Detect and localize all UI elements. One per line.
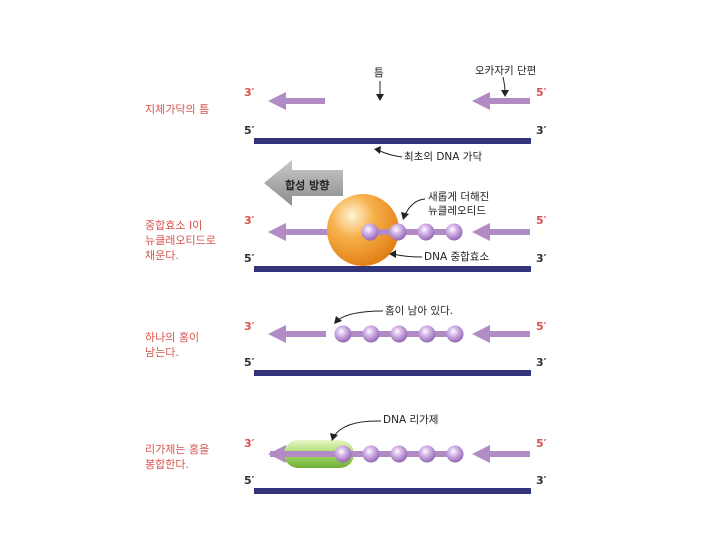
panel3-top-right-end: 5′ <box>536 320 547 333</box>
panel4-label: 리가제는 홈을 봉합한다. <box>145 443 210 471</box>
new-strand-left <box>283 98 325 104</box>
nucleotide <box>418 445 436 463</box>
panel3-top-left-end: 3′ <box>244 320 255 333</box>
panel4-top-right-end: 5′ <box>536 437 547 450</box>
panel4-top-left-end: 3′ <box>244 437 255 450</box>
panel2-bottom-left-end: 5′ <box>244 252 255 265</box>
panel3-label: 하나의 홈이 남는다. <box>145 331 200 359</box>
panel3-bottom-left-end: 5′ <box>244 356 255 369</box>
panel1-bottom-right-end: 3′ <box>536 124 547 137</box>
okazaki-fragment-label: 오카자키 단편 <box>475 65 537 77</box>
nucleotide <box>362 445 380 463</box>
panel2-diagram <box>254 160 531 272</box>
nucleotide <box>417 223 435 241</box>
new-strand-left-arrowhead <box>268 92 286 110</box>
panel1-label: 지체가닥의 틈 <box>145 103 210 116</box>
panel4-diagram <box>254 420 531 494</box>
panel2-top-right-end: 5′ <box>536 214 547 227</box>
template-strand <box>254 138 531 144</box>
nucleotide <box>389 223 407 241</box>
nucleotide <box>390 325 408 343</box>
nucleotide <box>446 325 464 343</box>
new-nucleotides-label: 새롭게 더해진 뉴클레오티드 <box>428 191 490 217</box>
nucleotide <box>334 325 352 343</box>
panel3-bottom-right-end: 3′ <box>536 356 547 369</box>
synthesis-direction-label: 합성 방향 <box>285 179 330 192</box>
nucleotide <box>390 445 408 463</box>
gap-label: 틈 <box>374 67 384 79</box>
nucleotide <box>418 325 436 343</box>
first-dna-strand-label: 최초의 DNA 가닥 <box>404 151 483 163</box>
nucleotide <box>362 325 380 343</box>
panel2-bottom-right-end: 3′ <box>536 252 547 265</box>
panel4-bottom-left-end: 5′ <box>244 474 255 487</box>
panel1-diagram <box>254 76 531 158</box>
nucleotide <box>446 445 464 463</box>
dna-polymerase-label: DNA 중합효소 <box>424 251 490 263</box>
panel1-top-right-end: 5′ <box>536 86 547 99</box>
panel3-diagram <box>254 310 531 376</box>
synthesis-direction-arrow <box>264 160 343 206</box>
nucleotide <box>334 445 352 463</box>
panel1-top-left-end: 3′ <box>244 86 255 99</box>
okazaki-fragment-arrowhead <box>472 92 490 110</box>
nucleotide <box>361 223 379 241</box>
panel4-bottom-right-end: 3′ <box>536 474 547 487</box>
nick-label: 홈이 남아 있다. <box>385 305 453 317</box>
nucleotide <box>445 223 463 241</box>
dna-ligase-label: DNA 리가제 <box>383 414 439 426</box>
panel2-label: 중합효소 I이 뉴클레오티드로 채운다. <box>145 219 216 262</box>
panel1-bottom-left-end: 5′ <box>244 124 255 137</box>
panel2-top-left-end: 3′ <box>244 214 255 227</box>
okazaki-fragment <box>487 98 530 104</box>
